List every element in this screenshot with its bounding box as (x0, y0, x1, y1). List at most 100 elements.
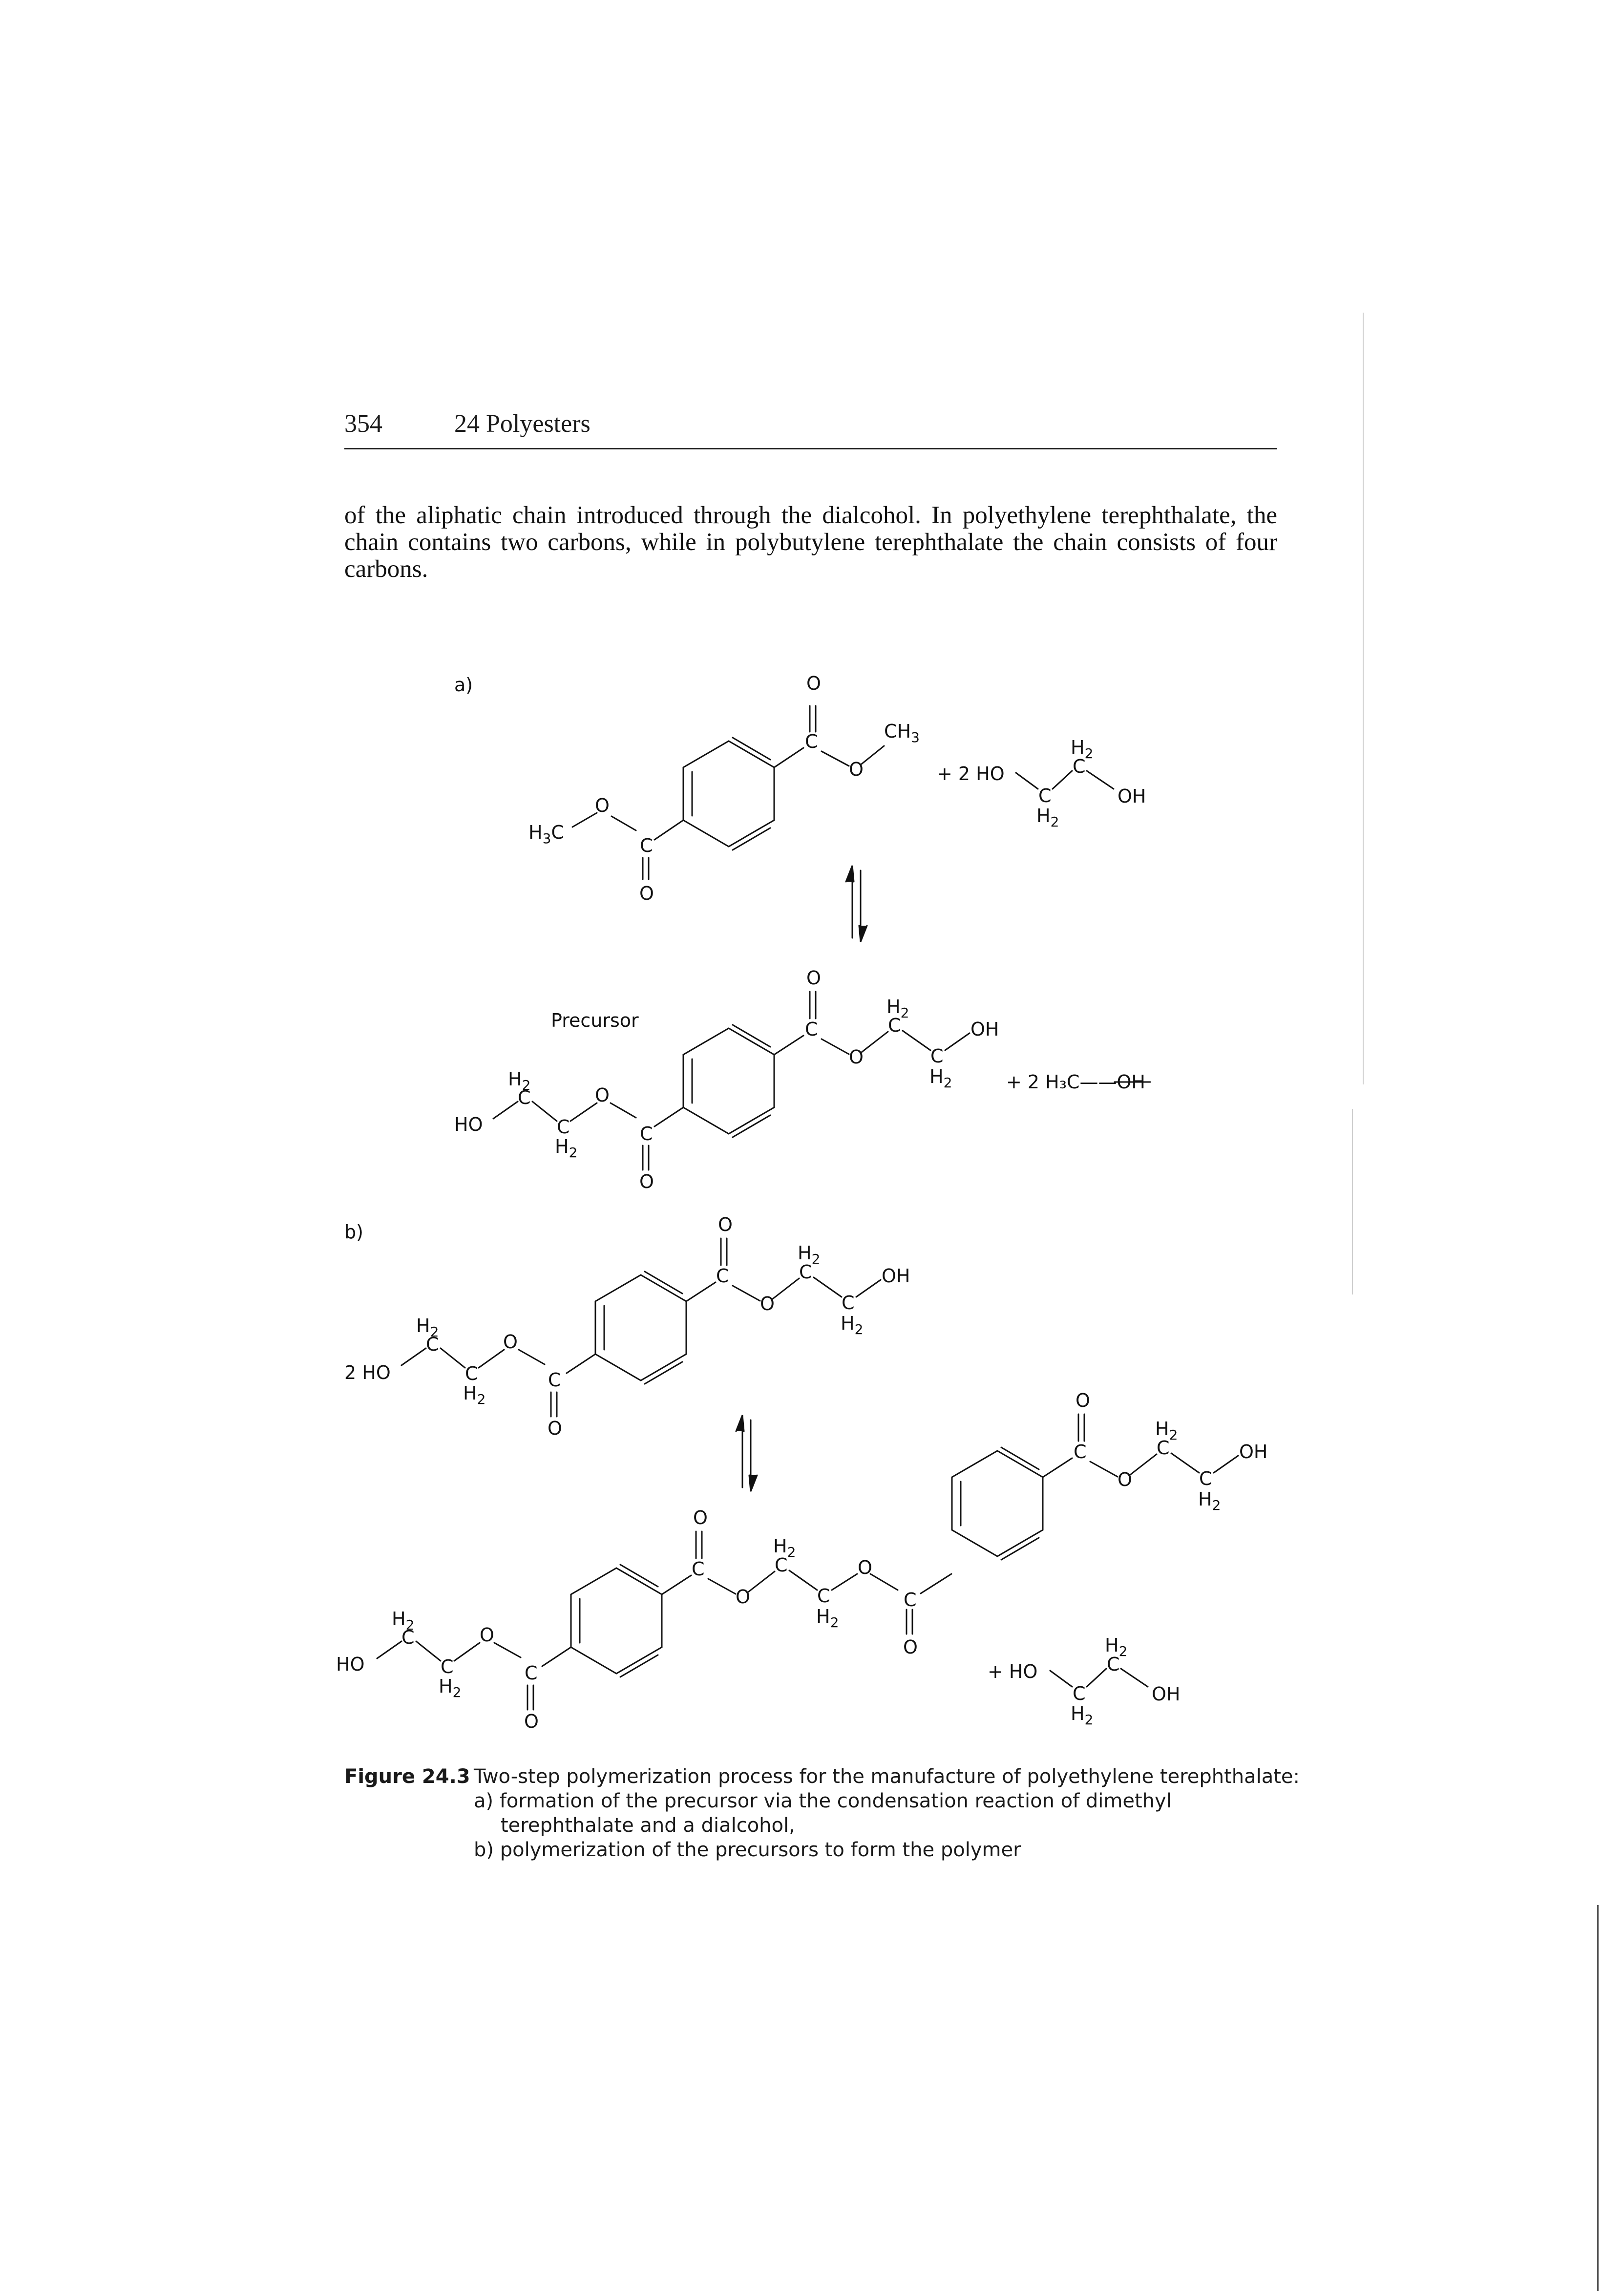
byproduct-label: + 2 H₃C——OH (1006, 1071, 1145, 1093)
svg-text:C: C (1157, 1437, 1170, 1459)
b-coefficient: 2 HO (344, 1362, 391, 1383)
body-line: chain contains two carbons, while in pol… (344, 529, 1277, 556)
svg-text:C: C (904, 1589, 917, 1611)
precursor-structure-b (401, 1237, 882, 1418)
svg-text:O: O (595, 795, 610, 816)
caption-item: a) formation of the precursor via the co… (474, 1790, 1172, 1837)
caption-title: Two-step polymerization process for the … (474, 1765, 1300, 1788)
precursor-atom-labels: O C O C H2 C H2 OH C O O C H2 C H2 HO (454, 967, 999, 1192)
svg-text:H2: H2 (1105, 1634, 1127, 1659)
precursor-b-atom-labels: O C O C H2 C H2 OH C O O C H2 C H2 (416, 1214, 910, 1439)
svg-text:O: O (639, 1171, 654, 1192)
svg-text:C: C (842, 1292, 855, 1314)
svg-text:C: C (640, 1123, 653, 1145)
svg-text:C: C (548, 1369, 561, 1391)
svg-text:O: O (736, 1586, 750, 1608)
svg-text:CH3: CH3 (884, 721, 920, 745)
svg-text:H2: H2 (886, 996, 909, 1021)
svg-text:C: C (426, 1334, 439, 1355)
caption-label: Figure 24.3 (344, 1765, 470, 1788)
svg-text:C: C (1038, 785, 1052, 806)
svg-text:C: C (817, 1585, 830, 1607)
dimer-structure (376, 1413, 1239, 1711)
ethylene-glycol-structure-b (1049, 1668, 1149, 1688)
precursor-structure (492, 991, 970, 1171)
svg-text:H2: H2 (929, 1066, 952, 1091)
svg-text:C: C (525, 1662, 538, 1684)
svg-text:OH: OH (1152, 1683, 1180, 1705)
svg-text:O: O (849, 759, 864, 780)
svg-text:H2: H2 (1036, 805, 1059, 830)
svg-text:O: O (524, 1711, 539, 1732)
svg-text:C: C (799, 1261, 812, 1283)
svg-text:C: C (640, 835, 653, 856)
svg-text:C: C (557, 1116, 570, 1138)
svg-text:C: C (1074, 1441, 1087, 1463)
svg-text:HO: HO (336, 1654, 364, 1675)
svg-text:OH: OH (882, 1265, 910, 1287)
caption-item: b) polymerization of the precursors to f… (474, 1839, 1021, 1861)
body-line: carbons. (344, 555, 428, 583)
svg-text:H2: H2 (798, 1242, 820, 1267)
reactant-coefficient: + 2 HO (937, 763, 1005, 785)
scan-edge-artifact (1352, 1109, 1353, 1294)
svg-text:H2: H2 (1071, 1703, 1093, 1728)
caption-text: Two-step polymerization process for the … (474, 1764, 1304, 1862)
svg-text:H2: H2 (816, 1606, 839, 1631)
body-line: of the aliphatic chain introduced throug… (344, 502, 1277, 529)
svg-text:C: C (465, 1363, 478, 1384)
header-rule (344, 448, 1277, 449)
svg-text:O: O (806, 673, 821, 694)
svg-text:O: O (806, 967, 821, 989)
chapter-title: 24 Polyesters (454, 410, 591, 438)
svg-text:H2: H2 (1071, 737, 1093, 762)
svg-text:C: C (716, 1265, 729, 1287)
svg-text:O: O (858, 1557, 872, 1578)
scan-edge-artifact (1597, 1905, 1599, 2291)
svg-text:O: O (903, 1636, 918, 1658)
ethylene-glycol-structure (1015, 770, 1115, 790)
svg-text:C: C (401, 1627, 415, 1648)
svg-text:H2: H2 (463, 1382, 485, 1407)
svg-text:C: C (805, 1018, 818, 1040)
svg-text:C: C (518, 1087, 531, 1108)
precursor-label: Precursor (551, 1010, 639, 1031)
svg-text:OH: OH (1118, 785, 1146, 807)
svg-text:H2: H2 (416, 1315, 439, 1340)
svg-text:OH: OH (970, 1018, 999, 1040)
svg-text:H2: H2 (773, 1535, 796, 1560)
svg-text:HO: HO (454, 1114, 483, 1135)
equilibrium-arrow-icon (845, 865, 868, 942)
svg-text:H3C: H3C (528, 822, 564, 847)
svg-text:O: O (480, 1624, 494, 1646)
svg-text:C: C (775, 1554, 788, 1576)
svg-text:C: C (1199, 1468, 1212, 1489)
svg-text:O: O (718, 1214, 733, 1235)
glycol-atom-labels: C H2 C H2 OH (1036, 737, 1146, 830)
svg-text:C: C (888, 1015, 901, 1036)
glycol-b-atom-labels: C H2 C H2 OH (1071, 1634, 1180, 1728)
svg-text:O: O (595, 1084, 610, 1106)
body-paragraph: of the aliphatic chain introduced throug… (344, 502, 1277, 583)
part-a-label: a) (454, 674, 473, 696)
svg-text:OH: OH (1239, 1441, 1267, 1463)
scan-edge-artifact (1363, 313, 1364, 1084)
dimer-atom-labels: O C O C H2 C H2 O C O O C O C H2 C H2 OH… (336, 1390, 1267, 1732)
svg-text:H2: H2 (841, 1313, 863, 1337)
svg-text:C: C (930, 1045, 944, 1067)
svg-text:O: O (1076, 1390, 1090, 1411)
svg-text:H2: H2 (508, 1068, 530, 1093)
svg-text:C: C (1073, 756, 1086, 777)
svg-text:H2: H2 (1155, 1418, 1178, 1443)
svg-text:C: C (692, 1558, 705, 1580)
svg-text:H2: H2 (1198, 1488, 1221, 1513)
svg-text:C: C (805, 731, 818, 752)
svg-text:H2: H2 (439, 1676, 461, 1700)
svg-text:O: O (639, 883, 654, 904)
svg-text:O: O (548, 1418, 562, 1439)
page-number: 354 (344, 410, 382, 438)
svg-text:O: O (693, 1507, 708, 1528)
svg-text:O: O (849, 1046, 864, 1068)
